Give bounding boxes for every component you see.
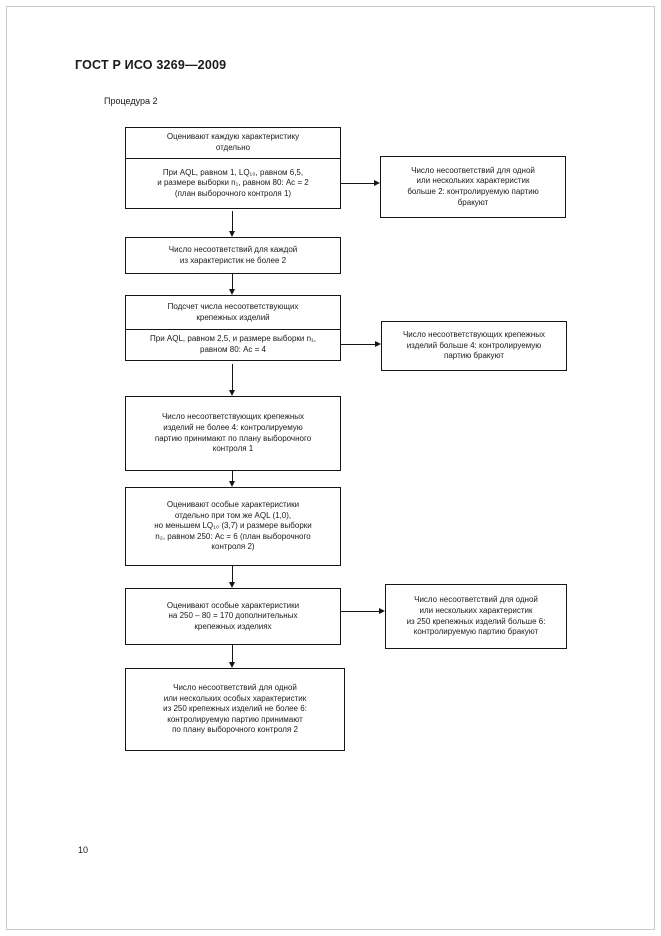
connector-box2-box3 xyxy=(232,274,234,290)
document-title: ГОСТ Р ИСО 3269—2009 xyxy=(75,58,227,72)
flow-box-accept-plan-2: Число несоответствий для одной или неско… xyxy=(125,668,345,751)
connector-box1-box2 xyxy=(232,211,234,232)
flow-arrow-down-icon xyxy=(229,231,235,237)
flow-arrow-down-icon xyxy=(229,289,235,295)
page-number: 10 xyxy=(78,845,89,855)
connector-box6-reject3 xyxy=(341,611,380,613)
flow-arrow-right-icon xyxy=(379,607,385,614)
flow-box-assess-each-characteristic: Оценивают каждую характеристику отдельно… xyxy=(125,127,341,209)
connector-box3-box4 xyxy=(232,364,234,390)
flow-box-assess-special-plan-2: Оценивают особые характеристики отдельно… xyxy=(125,487,341,566)
flow-box-assess-each-characteristic-text: Оценивают каждую характеристику отдельно xyxy=(166,132,300,152)
flow-arrow-right-icon xyxy=(375,340,381,347)
flow-box-nonconformities-not-more-2: Число несоответствий для каждой из харак… xyxy=(125,237,341,274)
flow-arrow-down-icon xyxy=(229,662,235,668)
page-border-frame xyxy=(6,6,655,930)
flow-box-count-nonconforming-text: Подсчет числа несоответствующих крепежны… xyxy=(167,301,299,322)
flow-box-reject-more-than-6: Число несоответствий для одной или неско… xyxy=(385,584,567,649)
flow-arrow-down-icon xyxy=(229,481,235,487)
flow-arrow-down-icon xyxy=(229,582,235,588)
flow-arrow-down-icon xyxy=(229,390,235,396)
flow-box-assess-170-additional: Оценивают особые характеристики на 250 –… xyxy=(125,588,341,645)
procedure-label: Процедура 2 xyxy=(104,96,158,106)
flow-box-accept-plan-1: Число несоответствующих крепежных издели… xyxy=(125,396,341,471)
connector-box1-reject1 xyxy=(341,183,375,185)
flow-box-reject-more-than-4: Число несоответствующих крепежных издели… xyxy=(381,321,567,371)
flow-box-sampling-plan-1-text: При AQL, равном 1, LQ₁₀, равном 6,5, и р… xyxy=(126,158,340,208)
connector-box5-box6 xyxy=(232,566,234,582)
connector-box6-box7 xyxy=(232,645,234,662)
flow-box-aql-2-5-text: При AQL, равном 2,5, и размере выборки n… xyxy=(126,329,340,360)
connector-box3-reject2 xyxy=(341,344,376,346)
flow-box-count-nonconforming: Подсчет числа несоответствующих крепежны… xyxy=(125,295,341,361)
connector-box4-box5 xyxy=(232,471,234,481)
flow-box-reject-more-than-2: Число несоответствий для одной или неско… xyxy=(380,156,566,218)
flow-arrow-right-icon xyxy=(374,179,380,186)
